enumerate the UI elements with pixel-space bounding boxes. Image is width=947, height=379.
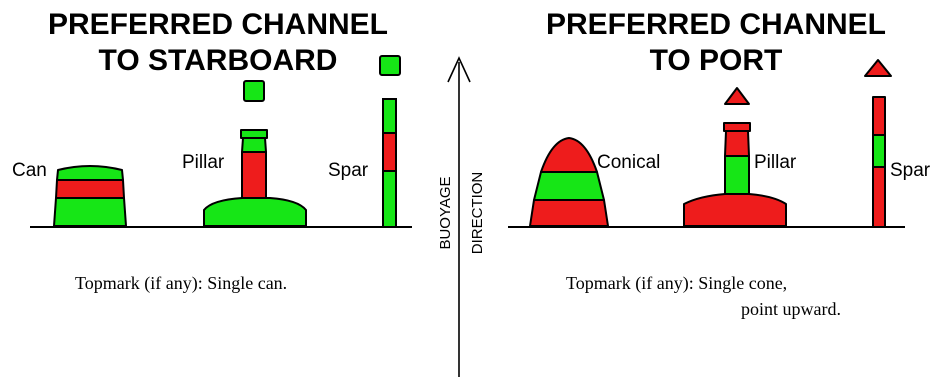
can-buoy-middle-band xyxy=(55,179,125,199)
starboard-pillar-green-section xyxy=(241,151,267,199)
port-spar-green-band xyxy=(872,134,886,168)
conical-buoy-top-band xyxy=(540,137,598,173)
can-buoy xyxy=(53,165,127,227)
starboard-pillar-topmark-can xyxy=(243,80,265,102)
port-spar-top-red xyxy=(872,96,886,136)
port-pillar-base xyxy=(683,193,787,227)
starboard-spar-buoy xyxy=(379,55,401,228)
direction-arrow-head xyxy=(447,56,471,83)
starboard-pillar-cap xyxy=(240,129,268,139)
port-pillar-green-section xyxy=(724,155,750,195)
port-title-line1: PREFERRED CHANNEL xyxy=(546,8,886,41)
port-spar-buoy xyxy=(864,59,892,228)
starboard-panel: PREFERRED CHANNEL TO STARBOARD Can Pilla… xyxy=(12,8,412,294)
port-pillar-cap xyxy=(723,122,751,132)
direction-label-line2: DIRECTION xyxy=(469,172,486,255)
port-topmark-note-line1: Topmark (if any): Single cone, xyxy=(566,273,787,294)
port-spar-bottom-red xyxy=(872,166,886,228)
starboard-pillar-upper-green xyxy=(241,137,267,153)
buoyage-direction-arrow: BUOYAGE DIRECTION xyxy=(437,56,486,377)
starboard-spar-red-band xyxy=(382,132,397,172)
port-pillar-upper-red xyxy=(724,130,750,157)
port-topmark-note-line2: point upward. xyxy=(741,299,841,319)
starboard-topmark-note: Topmark (if any): Single can. xyxy=(75,273,287,294)
direction-label-line1: BUOYAGE xyxy=(437,176,454,249)
port-title-line2: TO PORT xyxy=(650,44,783,77)
can-label: Can xyxy=(12,160,47,181)
port-spar-topmark-cone xyxy=(864,59,892,77)
starboard-pillar-label: Pillar xyxy=(182,152,225,173)
port-pillar-buoy xyxy=(683,87,787,227)
port-pillar-label: Pillar xyxy=(754,152,797,173)
conical-buoy-middle-band xyxy=(533,171,605,201)
port-panel: PREFERRED CHANNEL TO PORT Conical Pillar… xyxy=(508,8,931,319)
port-pillar-topmark-cone xyxy=(724,87,750,105)
starboard-spar-bottom-green xyxy=(382,170,397,228)
starboard-pillar-base xyxy=(203,197,307,227)
starboard-spar-top-green xyxy=(382,98,397,134)
conical-label: Conical xyxy=(597,152,660,173)
can-buoy-bottom-band xyxy=(53,197,127,227)
port-spar-label: Spar xyxy=(890,160,931,181)
starboard-title-line1: PREFERRED CHANNEL xyxy=(48,8,388,41)
starboard-title-line2: TO STARBOARD xyxy=(99,44,338,77)
conical-buoy-bottom-band xyxy=(529,199,609,227)
starboard-pillar-buoy xyxy=(203,80,307,227)
starboard-spar-label: Spar xyxy=(328,160,369,181)
starboard-spar-topmark-can xyxy=(379,55,401,76)
can-buoy-top-band xyxy=(56,165,124,181)
